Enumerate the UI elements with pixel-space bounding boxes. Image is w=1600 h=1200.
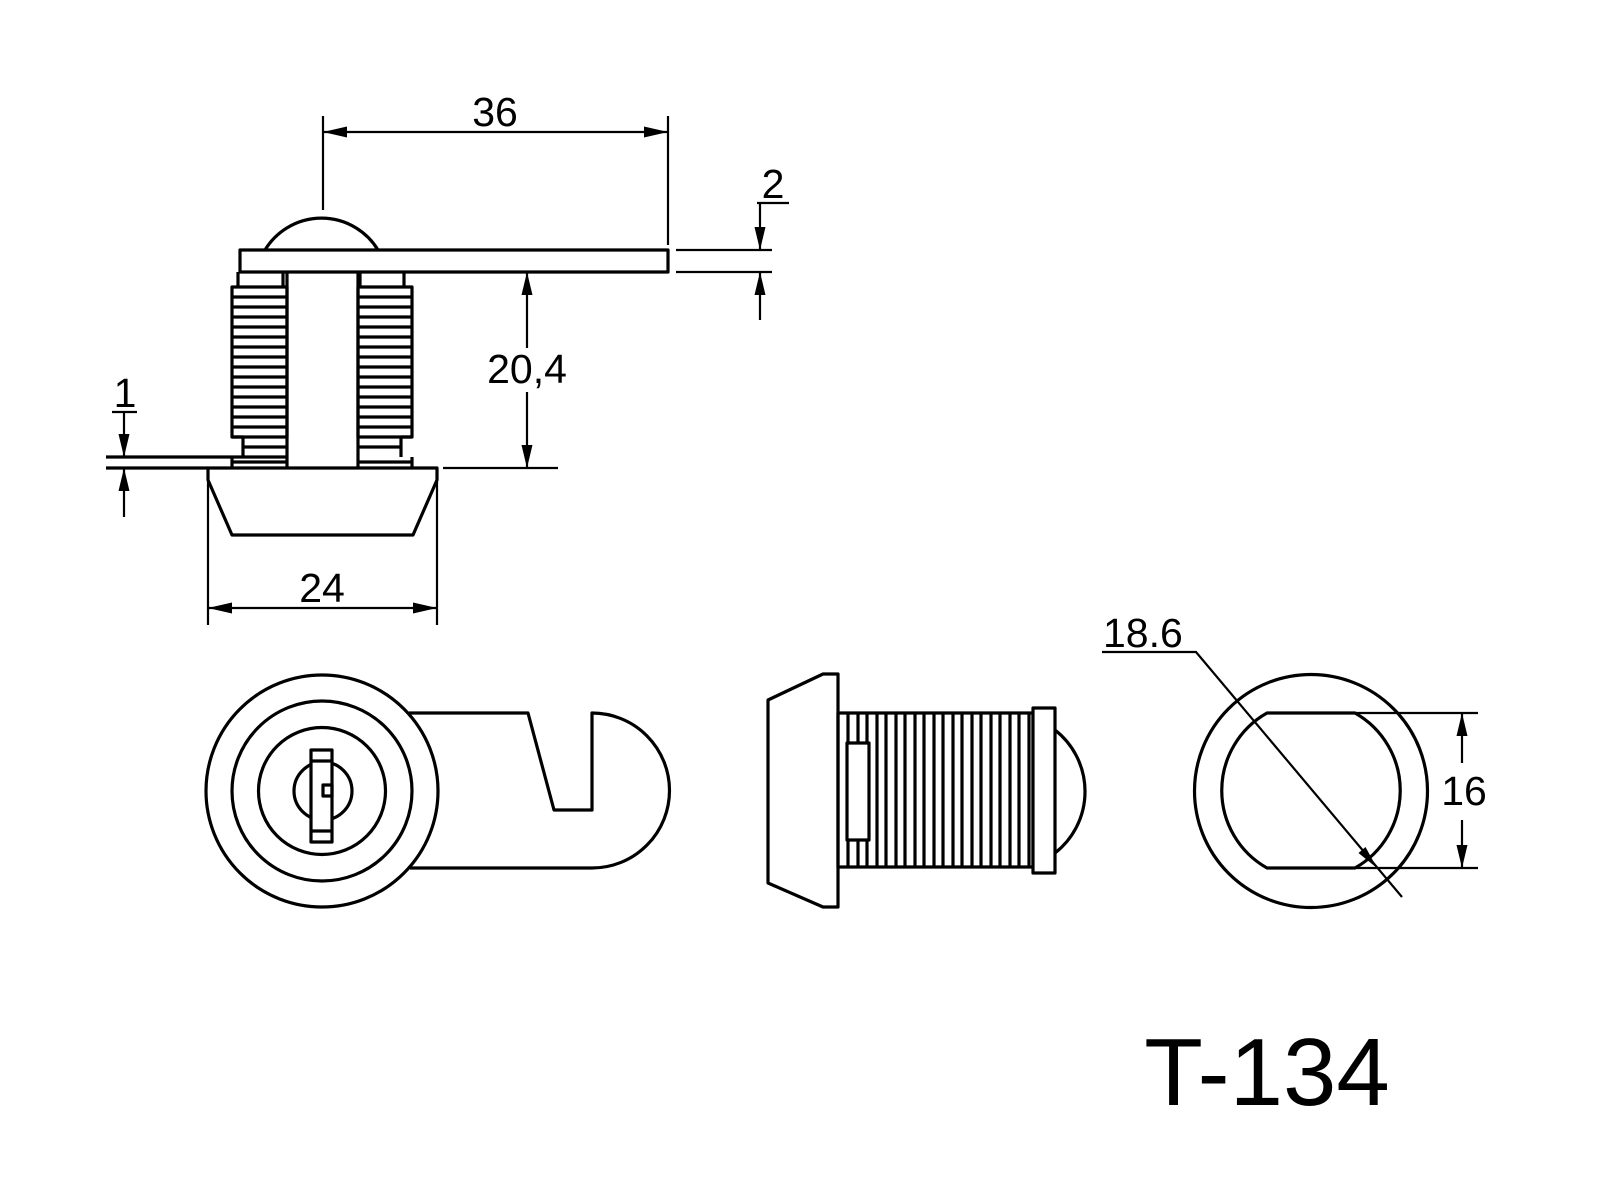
dim-body-length-text: 20,4 <box>487 346 567 392</box>
dim-body-length: 20,4 <box>443 272 567 470</box>
dim-line-cam-length <box>321 116 670 245</box>
face-inner-ring <box>256 725 388 857</box>
arrowhead <box>521 272 533 295</box>
double-d-profile <box>1220 711 1402 870</box>
dim-cam-thickness-text: 2 <box>762 161 785 207</box>
rear-view <box>1192 672 1478 910</box>
cam-washer <box>1031 706 1057 875</box>
rear-outer-circle <box>1192 672 1430 910</box>
dim-panel-thickness-text: 1 <box>114 370 137 416</box>
dim-panel-thickness: 1 <box>112 370 137 517</box>
cam-lever-front <box>409 711 672 870</box>
face-view <box>204 673 672 909</box>
dim-line-head-diameter <box>206 480 439 625</box>
anti-rotation-slot <box>845 741 871 842</box>
thread-lines-right <box>358 295 412 429</box>
side-view-top <box>106 216 670 537</box>
dim-head-diameter-text: 24 <box>299 565 345 611</box>
arrowhead <box>1456 713 1468 736</box>
thread-section-right <box>356 285 414 439</box>
bezel-head <box>206 466 439 537</box>
dim-head-diameter: 24 <box>206 480 439 625</box>
arrowhead <box>208 602 232 614</box>
dim-barrel-diameter-text: 18.6 <box>1103 610 1183 656</box>
cylinder-core <box>285 272 360 468</box>
thread-section-left <box>230 285 289 439</box>
dim-ext-across-flats <box>1355 711 1478 870</box>
arrowhead <box>1456 845 1468 868</box>
dim-cam-length-text: 36 <box>472 89 518 135</box>
rear-dome <box>1054 728 1087 855</box>
dim-ext-cam-thickness <box>676 248 772 274</box>
leader-barrel-diameter <box>1102 650 1403 898</box>
thread-step-left <box>230 435 287 468</box>
arrowhead <box>323 126 347 138</box>
thread-lines-left <box>232 295 287 429</box>
arrowhead <box>118 434 130 457</box>
dim-barrel-diameter: 18.6 <box>1102 610 1403 898</box>
cam-plate <box>238 248 670 274</box>
arrowhead <box>413 602 437 614</box>
arrowhead <box>1358 847 1377 868</box>
barrel-side-view <box>766 672 1087 909</box>
dim-across-flats-text: 16 <box>1441 768 1487 814</box>
arrowhead <box>754 227 766 250</box>
keyway-notch <box>321 783 334 798</box>
arrowhead <box>644 126 668 138</box>
body-neck <box>236 272 406 287</box>
part-number: T-134 <box>1144 1019 1389 1126</box>
keyway-slot-caps <box>311 759 332 833</box>
bezel-head-side <box>766 672 840 909</box>
dim-across-flats: 16 <box>1441 713 1487 868</box>
arrowhead <box>521 445 533 468</box>
barrel-thread-lines <box>846 713 1031 867</box>
dim-line-panel-thickness <box>112 410 137 517</box>
dim-cam-length: 36 <box>321 89 670 245</box>
dim-line-cam-thickness <box>757 201 789 320</box>
face-middle-ring <box>230 699 414 883</box>
arrowhead <box>754 272 766 295</box>
dim-cam-thickness: 2 <box>676 161 789 320</box>
cam-boss-dome <box>263 216 380 251</box>
thread-step-right <box>358 435 414 468</box>
arrowhead <box>118 468 130 491</box>
